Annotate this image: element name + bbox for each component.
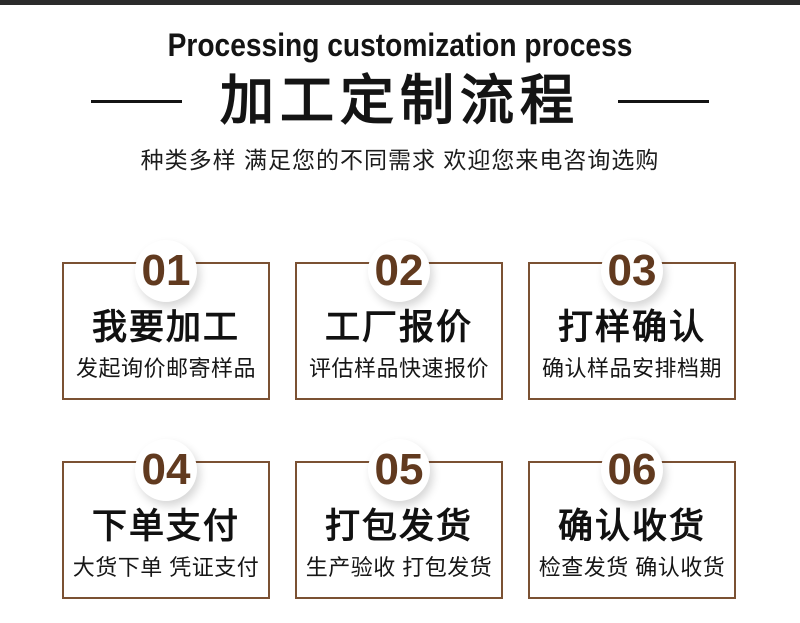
process-infographic-page: Processing customization process 加工定制流程 … [0, 0, 800, 599]
step-card-5: 05 打包发货 生产验收 打包发货 [295, 439, 503, 599]
top-divider-bar [0, 0, 800, 5]
step-number: 06 [607, 445, 657, 494]
section-subtitle: 种类多样 满足您的不同需求 欢迎您来电咨询选购 [140, 147, 660, 173]
step-title: 打包发货 [324, 507, 473, 546]
step-title: 工厂报价 [324, 308, 473, 347]
step-number: 02 [374, 246, 424, 295]
step-description: 生产验收 打包发货 [305, 555, 493, 580]
process-steps-grid: 01 我要加工 发起询价邮寄样品 02 工厂报价 评估样品快速报价 03 打样确… [62, 240, 800, 599]
step-description: 评估样品快速报价 [308, 356, 489, 381]
step-description: 确认样品安排档期 [541, 356, 722, 381]
step-description: 发起询价邮寄样品 [75, 356, 256, 381]
step-description: 检查发货 确认收货 [538, 555, 726, 580]
section-title-chinese: 加工定制流程 [220, 71, 580, 131]
step-title: 下单支付 [91, 507, 240, 546]
step-title: 打样确认 [557, 308, 706, 347]
step-number: 04 [141, 445, 191, 494]
step-card-6: 06 确认收货 检查发货 确认收货 [528, 439, 736, 599]
section-header: Processing customization process 加工定制流程 … [0, 5, 800, 174]
step-number: 05 [374, 445, 424, 494]
step-number: 01 [141, 246, 191, 295]
chinese-title-row: 加工定制流程 [0, 72, 800, 130]
step-card-1: 01 我要加工 发起询价邮寄样品 [62, 240, 270, 400]
step-number: 03 [607, 246, 657, 295]
step-title: 我要加工 [91, 308, 240, 347]
step-description: 大货下单 凭证支付 [72, 555, 260, 580]
step-number-badge: 03 [601, 240, 663, 302]
step-card-4: 04 下单支付 大货下单 凭证支付 [62, 439, 270, 599]
step-number-badge: 06 [601, 439, 663, 501]
step-number-badge: 05 [368, 439, 430, 501]
left-rule-line [91, 99, 182, 103]
step-number-badge: 02 [368, 240, 430, 302]
step-title: 确认收货 [557, 507, 706, 546]
right-rule-line [618, 99, 709, 103]
section-title-english: Processing customization process [167, 27, 633, 63]
step-number-badge: 04 [135, 439, 197, 501]
step-card-3: 03 打样确认 确认样品安排档期 [528, 240, 736, 400]
step-number-badge: 01 [135, 240, 197, 302]
step-card-2: 02 工厂报价 评估样品快速报价 [295, 240, 503, 400]
